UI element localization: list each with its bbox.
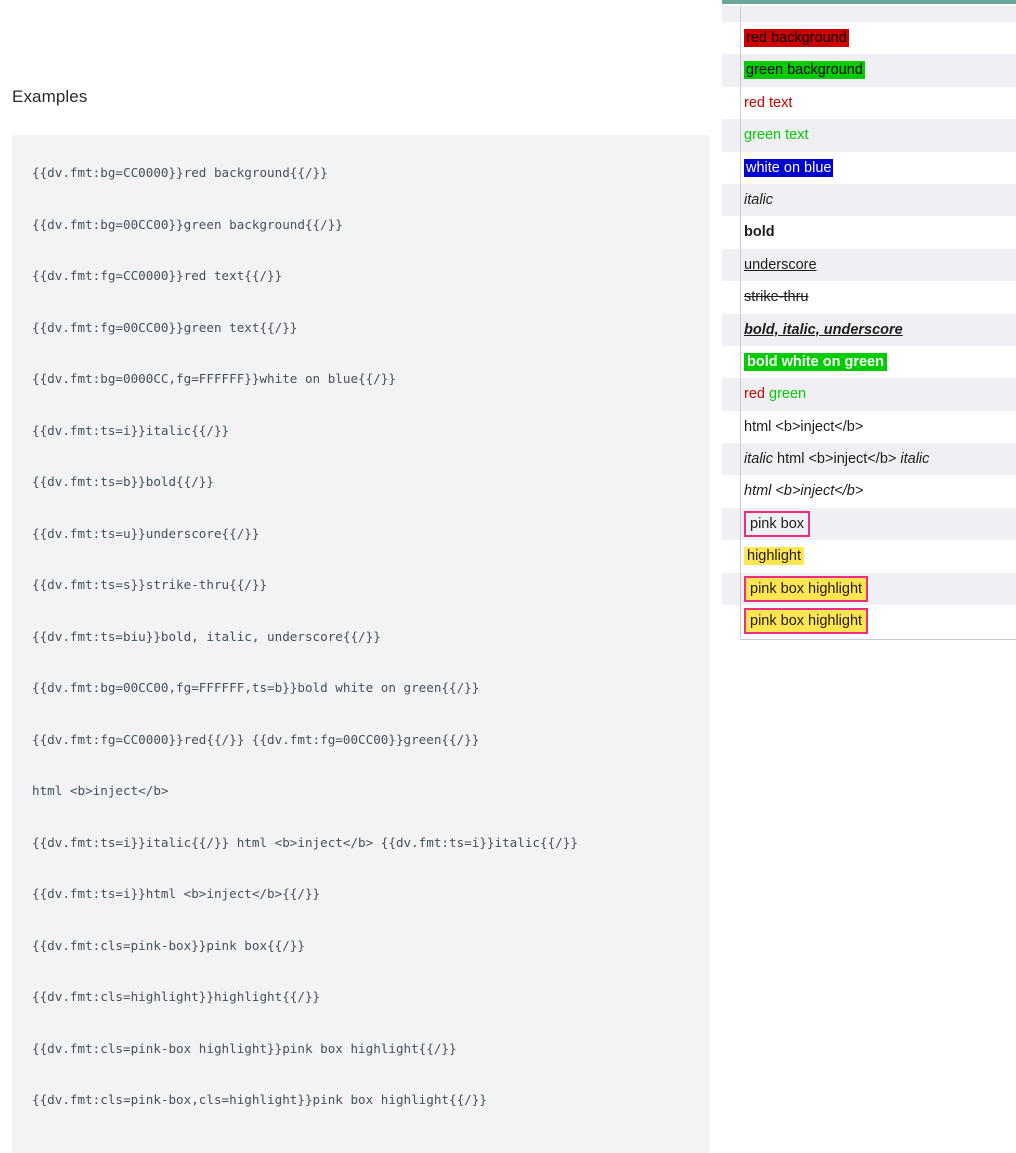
panel-accent-bar: [722, 0, 1016, 4]
code-line: {{dv.fmt:cls=pink-box,cls=highlight}}pin…: [32, 1092, 487, 1107]
rendered-output-panel: red background green background red text…: [722, 0, 1016, 648]
code-line: {{dv.fmt:cls=pink-box highlight}}pink bo…: [32, 1040, 457, 1056]
code-line: {{dv.fmt:ts=i}}html <b>inject</b>{{/}}: [32, 886, 321, 901]
rendered-value-red: red: [744, 386, 765, 403]
rendered-value: red background: [744, 29, 849, 47]
code-block: {{dv.fmt:bg=CC0000}}red background{{/}} …: [12, 135, 710, 1153]
code-line: {{dv.fmt:ts=u}}underscore{{/}}: [32, 525, 260, 541]
list-item: html <b>inject</b>: [722, 410, 1016, 444]
rendered-value: red text: [744, 94, 793, 111]
list-item: pink box highlight: [722, 605, 1016, 638]
code-line: {{dv.fmt:bg=00CC00}}green background{{/}…: [32, 216, 343, 232]
code-line: {{dv.fmt:bg=0000CC,fg=FFFFFF}}white on b…: [32, 371, 396, 386]
code-line: html <b>inject</b>: [32, 783, 169, 798]
rendered-value: green text: [744, 127, 809, 144]
code-line: {{dv.fmt:ts=biu}}bold, italic, underscor…: [32, 628, 381, 644]
rendered-value: strike-thru: [744, 289, 809, 306]
code-line: {{dv.fmt:bg=00CC00,fg=FFFFFF,ts=b}}bold …: [32, 680, 480, 695]
rendered-value-italic-b: italic: [900, 451, 930, 468]
list-item: bold, italic, underscore: [722, 313, 1016, 347]
rendered-value: bold, italic, underscore: [744, 321, 903, 338]
list-item: italic html <b>inject</b> italic: [722, 443, 1016, 476]
rendered-value: html <b>inject</b>: [744, 418, 864, 435]
rendered-value-green: green: [769, 386, 807, 403]
rendered-value: html <b>inject</b>: [744, 483, 864, 500]
code-line: {{dv.fmt:fg=CC0000}}red{{/}} {{dv.fmt:fg…: [32, 731, 480, 747]
rendered-value-literal: html <b>inject</b>: [777, 451, 897, 468]
code-line: {{dv.fmt:ts=i}}italic{{/}}: [32, 422, 230, 438]
panel-bottom-divider: [740, 639, 1016, 640]
list-item: pink box: [722, 507, 1016, 541]
rendered-value-italic-a: italic: [744, 451, 774, 468]
list-item: red green: [722, 378, 1016, 412]
list-item: green text: [722, 119, 1016, 152]
rendered-value: green background: [744, 61, 865, 80]
code-line: {{dv.fmt:ts=s}}strike-thru{{/}}: [32, 577, 268, 592]
list-item: underscore: [722, 248, 1016, 282]
list-item: red text: [722, 86, 1016, 120]
list-item: strike-thru: [722, 281, 1016, 314]
code-line: {{dv.fmt:ts=i}}italic{{/}} html <b>injec…: [32, 834, 578, 850]
rendered-value: underscore: [744, 256, 817, 273]
list-item: italic: [722, 183, 1016, 217]
rendered-value: bold: [744, 224, 775, 241]
list-item: pink box highlight: [722, 572, 1016, 606]
rendered-value: italic: [744, 191, 774, 208]
list-item: white on blue: [722, 151, 1016, 185]
rendered-value: pink box: [744, 511, 811, 538]
code-line: {{dv.fmt:bg=CC0000}}red background{{/}}: [32, 165, 328, 180]
documentation-column: Examples {{dv.fmt:bg=CC0000}}red backgro…: [0, 0, 722, 1153]
list-item: bold white on green: [722, 345, 1016, 379]
code-line: {{dv.fmt:cls=highlight}}highlight{{/}}: [32, 989, 321, 1004]
rendered-value: bold white on green: [744, 352, 887, 371]
rendered-value: pink box highlight: [744, 608, 869, 635]
page-title: Examples: [12, 87, 88, 107]
code-line: {{dv.fmt:ts=b}}bold{{/}}: [32, 474, 214, 489]
code-line: {{dv.fmt:cls=pink-box}}pink box{{/}}: [32, 937, 305, 953]
rendered-value: highlight: [744, 547, 805, 566]
rendered-value: pink box highlight: [744, 575, 869, 602]
list-item: html <b>inject</b>: [722, 475, 1016, 509]
list-item: red background: [722, 22, 1016, 55]
rendered-value: white on blue: [744, 158, 834, 177]
list-item: green background: [722, 54, 1016, 88]
rendered-rows-list: red background green background red text…: [722, 6, 1016, 638]
code-line: {{dv.fmt:fg=CC0000}}red text{{/}}: [32, 268, 283, 283]
list-item: bold: [722, 216, 1016, 250]
list-item: [722, 6, 1016, 22]
code-line: {{dv.fmt:fg=00CC00}}green text{{/}}: [32, 319, 298, 335]
list-item: highlight: [722, 540, 1016, 574]
